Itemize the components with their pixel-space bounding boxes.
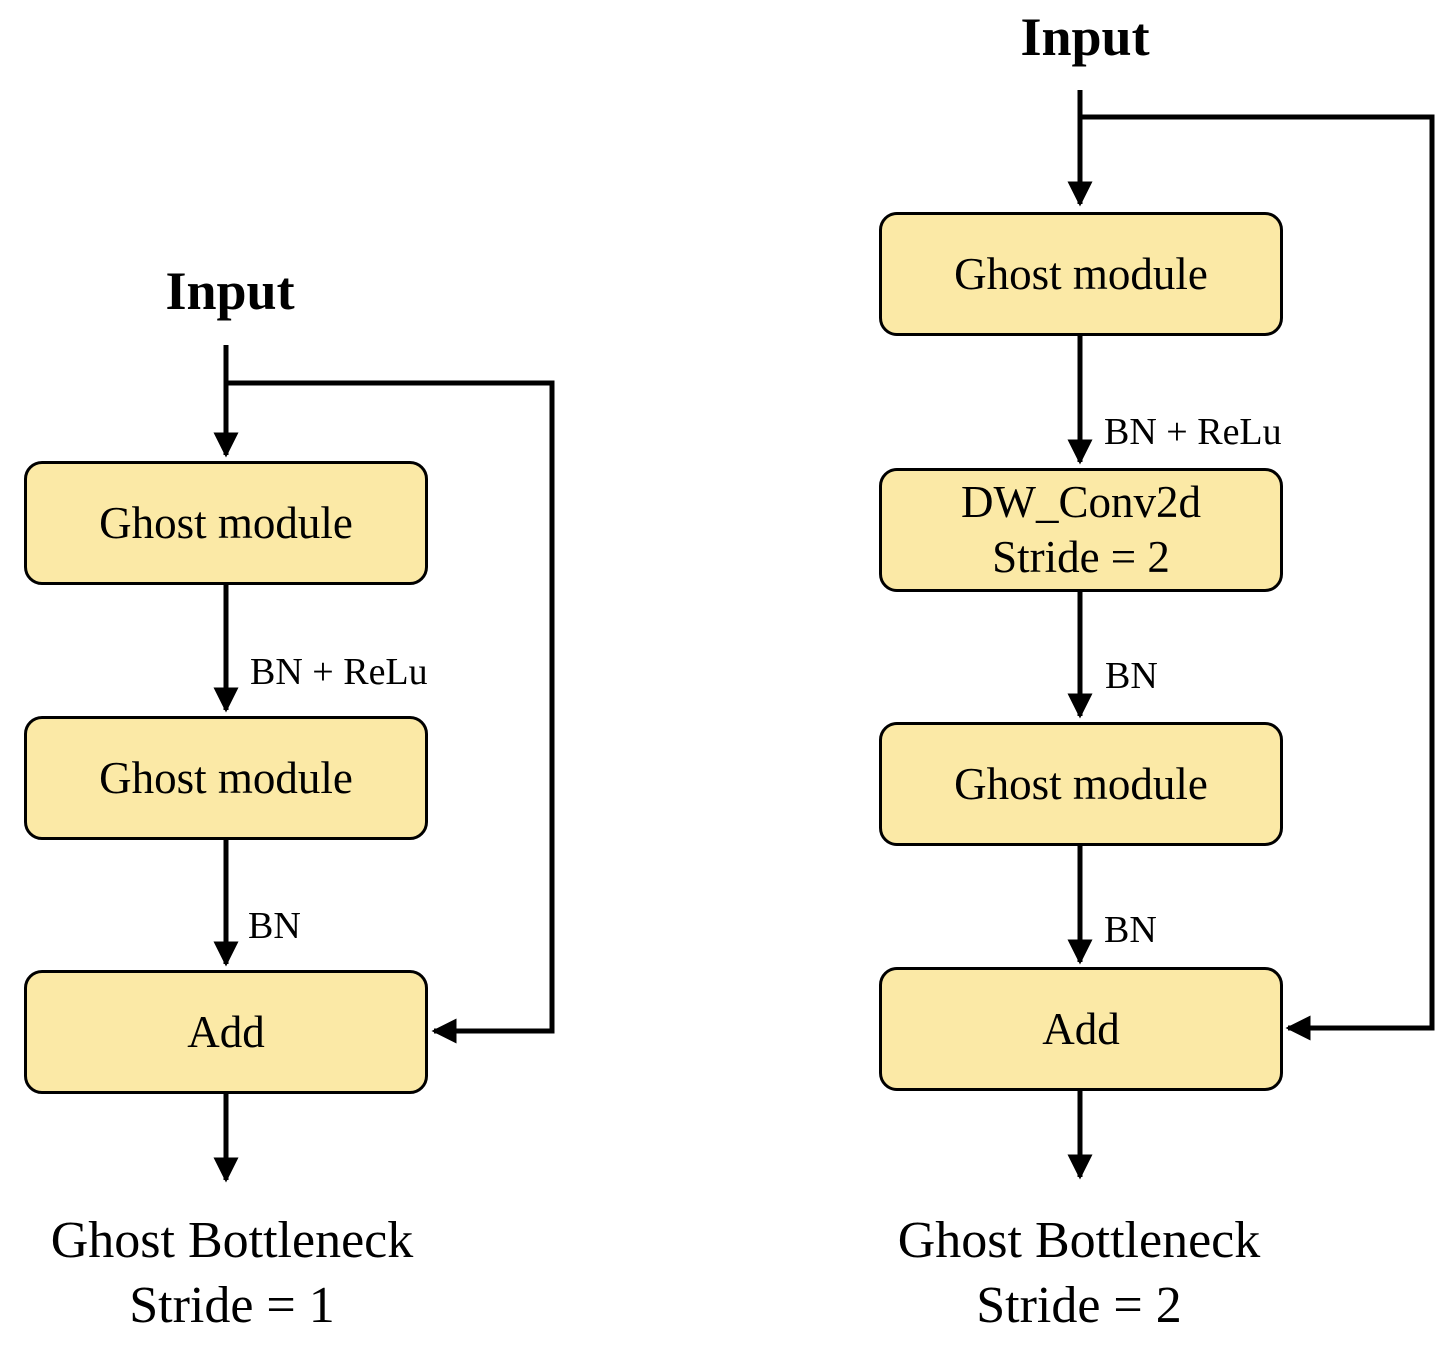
left-ghost-module-1-label: Ghost module (99, 497, 353, 548)
right-dw-conv2d: DW_Conv2d Stride = 2 (879, 468, 1283, 592)
left-caption-line-2: Stride = 1 (129, 1277, 335, 1334)
right-caption-line-2: Stride = 2 (976, 1277, 1182, 1334)
right-dw-conv2d-label: DW_Conv2d (961, 477, 1201, 528)
right-ghost-module-1-label: Ghost module (954, 248, 1208, 299)
left-input-label: Input (165, 261, 295, 321)
right-edge-label-2: BN (1105, 655, 1158, 697)
left-add-label: Add (187, 1006, 265, 1057)
right-skip-connection (1080, 114, 1435, 1041)
left-add: Add (24, 970, 428, 1094)
left-edge-label-2: BN (248, 905, 301, 947)
right-ghost-module-1: Ghost module (879, 212, 1283, 336)
right-dw-conv2d-stride: Stride = 2 (992, 532, 1170, 582)
right-ghost-module-2-label: Ghost module (954, 758, 1208, 809)
right-add: Add (879, 967, 1283, 1091)
right-add-label: Add (1042, 1003, 1120, 1054)
left-edge-label-1: BN + ReLu (250, 651, 428, 693)
right-caption: Ghost Bottleneck Stride = 2 (819, 1208, 1339, 1338)
right-caption-line-1: Ghost Bottleneck (897, 1212, 1261, 1269)
left-ghost-module-1: Ghost module (24, 461, 428, 585)
left-ghost-module-2-label: Ghost module (99, 752, 353, 803)
left-skip-connection (226, 380, 555, 1044)
right-edge-label-3: BN (1104, 909, 1157, 951)
right-ghost-module-2: Ghost module (879, 722, 1283, 846)
left-ghost-module-2: Ghost module (24, 716, 428, 840)
right-edge-label-1: BN + ReLu (1104, 411, 1282, 453)
left-caption: Ghost Bottleneck Stride = 1 (0, 1208, 492, 1338)
right-input-label: Input (1020, 7, 1150, 67)
left-caption-line-1: Ghost Bottleneck (50, 1212, 414, 1269)
